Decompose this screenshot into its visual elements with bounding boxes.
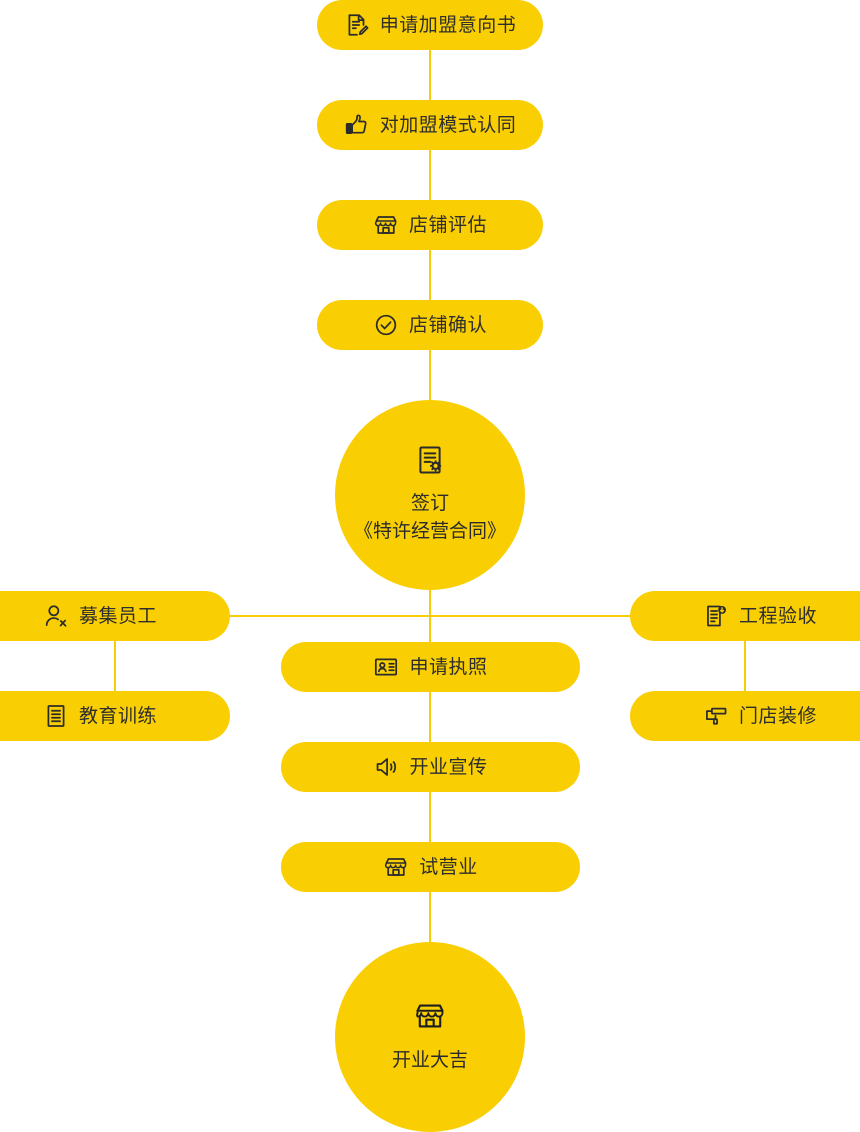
- connector-trial-to-opening: [429, 891, 431, 947]
- connector-intent-to-model: [429, 49, 431, 102]
- document-pencil-icon: [344, 12, 370, 38]
- node-label: 工程验收: [738, 605, 817, 627]
- node-label: 教育训练: [78, 705, 157, 727]
- node-label: 开业大吉: [391, 1050, 468, 1072]
- node-label: 试营业: [419, 856, 478, 878]
- shop-awning-icon: [383, 854, 409, 880]
- paint-roller-icon: [703, 703, 729, 729]
- node-label-line2: 《特许经营合同》: [353, 521, 506, 542]
- node-store-evaluation[interactable]: 店铺评估: [317, 200, 543, 250]
- node-label: 申请加盟意向书: [379, 14, 517, 36]
- megaphone-speaker-icon: [373, 754, 399, 780]
- node-grand-opening[interactable]: 开业大吉: [335, 942, 525, 1132]
- connector-branchbar-to-license: [429, 615, 431, 644]
- node-store-decoration[interactable]: 门店装修: [630, 691, 860, 741]
- connector-branch-bar-left: [200, 615, 430, 617]
- node-label: 店铺评估: [408, 214, 487, 236]
- book-list-icon: [43, 703, 69, 729]
- contract-seal-icon: [414, 444, 446, 476]
- node-label-line1: 签订: [410, 493, 449, 515]
- checklist-accept-icon: [703, 603, 729, 629]
- node-label: 店铺确认: [408, 314, 487, 336]
- node-engineering-acceptance[interactable]: 工程验收: [630, 591, 860, 641]
- connector-license-to-promotion: [429, 691, 431, 743]
- node-recruit-staff[interactable]: 募集员工: [0, 591, 230, 641]
- node-label: 门店装修: [738, 705, 817, 727]
- node-trial-operation[interactable]: 试营业: [281, 842, 580, 892]
- connector-promotion-to-trial: [429, 791, 431, 843]
- node-label: 申请执照: [409, 656, 488, 678]
- connector-recruit-to-training: [114, 641, 116, 692]
- node-opening-promotion[interactable]: 开业宣传: [281, 742, 580, 792]
- id-card-icon: [373, 654, 399, 680]
- connector-model-to-eval: [429, 149, 431, 202]
- connector-branch-bar-right: [429, 615, 661, 617]
- storefront-icon: [373, 212, 399, 238]
- connector-engineering-to-decor: [744, 641, 746, 692]
- connector-sign-to-branchbar: [429, 589, 431, 617]
- thumbs-up-icon: [344, 112, 370, 138]
- node-label: 募集员工: [78, 605, 157, 627]
- shop-awning-icon: [413, 999, 447, 1033]
- connector-eval-to-confirm: [429, 249, 431, 302]
- person-add-icon: [43, 603, 69, 629]
- check-circle-icon: [373, 312, 399, 338]
- connector-confirm-to-sign: [429, 349, 431, 406]
- node-intent-letter[interactable]: 申请加盟意向书: [317, 0, 543, 50]
- node-sign-contract[interactable]: 签订 《特许经营合同》: [335, 400, 525, 590]
- node-apply-license[interactable]: 申请执照: [281, 642, 580, 692]
- node-training[interactable]: 教育训练: [0, 691, 230, 741]
- node-model-agree[interactable]: 对加盟模式认同: [317, 100, 543, 150]
- node-label: 开业宣传: [409, 756, 488, 778]
- node-store-confirm[interactable]: 店铺确认: [317, 300, 543, 350]
- node-label: 对加盟模式认同: [379, 114, 517, 136]
